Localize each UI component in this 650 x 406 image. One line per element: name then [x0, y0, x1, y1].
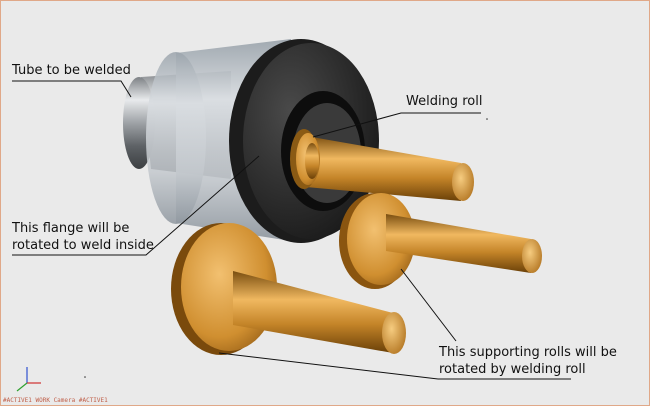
leader-support-left: [218, 352, 571, 380]
label-flange-line2: rotated to weld inside: [12, 237, 154, 253]
label-tube: Tube to be welded: [12, 63, 131, 78]
leader-support-right: [400, 268, 457, 342]
supporting-roll-left[interactable]: [171, 223, 406, 355]
label-supporting-rolls: This supporting rolls will be rotated by…: [439, 345, 617, 379]
label-support-line1: This supporting rolls will be: [439, 345, 617, 360]
label-flange-line1: This flange will be: [12, 221, 130, 236]
marker-dot: [84, 376, 86, 378]
leader-lines: [12, 80, 571, 380]
leader-welding-roll: [312, 112, 481, 138]
leader-flange: [12, 155, 260, 256]
supporting-roll-right[interactable]: [339, 193, 542, 289]
viewport-status-text: #ACTIVE1 WORK Camera #ACTIVE1: [3, 397, 108, 404]
label-support-line2: rotated by welding roll: [439, 361, 586, 377]
marker-dot: [486, 118, 488, 120]
label-flange: This flange will be rotated to weld insi…: [12, 221, 154, 255]
axis-triad-icon[interactable]: [16, 367, 41, 392]
label-welding-roll: Welding roll: [406, 94, 483, 109]
welding-roll[interactable]: [290, 129, 474, 201]
leader-tube: [12, 80, 132, 98]
